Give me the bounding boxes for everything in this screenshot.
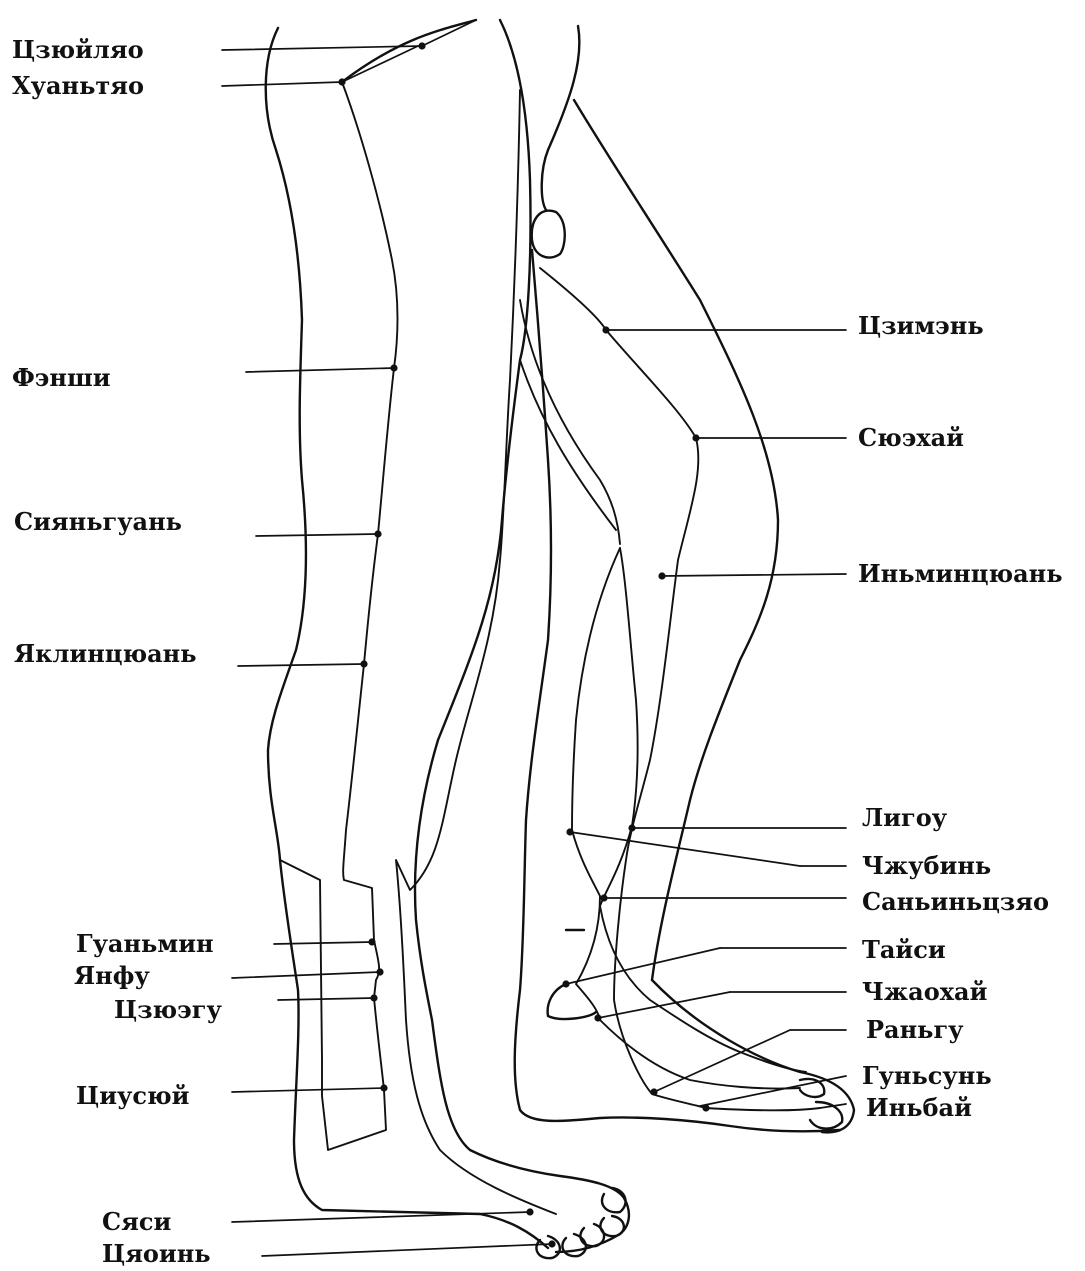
acupoint-marker: [702, 1104, 709, 1111]
label-ligou: Лигоу: [862, 803, 948, 832]
label-inmintsyuan: Иньминцюань: [858, 559, 1063, 588]
inner-leg-outline: [515, 26, 854, 1132]
left-labels: Цзюйляо Хуаньтяо Фэнши Сияньгуань Яклинц…: [12, 35, 222, 1268]
acupoint-marker: [548, 1240, 555, 1247]
acupoint-marker: [602, 326, 609, 333]
label-tszyuegu: Цзюэгу: [114, 995, 222, 1024]
label-guanmin: Гуаньмин: [76, 929, 214, 958]
label-rangu: Раньгу: [866, 1015, 964, 1044]
label-siyanguan: Сияньгуань: [14, 507, 182, 536]
label-tszimen: Цзимэнь: [858, 311, 984, 340]
acupoint-marker: [658, 572, 665, 579]
acupoint-marker: [418, 42, 425, 49]
acupoint-marker: [566, 828, 573, 835]
label-khuantyao: Хуаньтяо: [12, 71, 144, 100]
label-yaklintsyuan: Яклинцюань: [14, 639, 197, 668]
label-gunsun: Гуньсунь: [862, 1061, 992, 1090]
label-tsyaoin: Цяоинь: [102, 1239, 211, 1268]
acupoint-marker: [338, 78, 345, 85]
outer-leg-outline: [266, 20, 629, 1258]
acupoint-marker: [650, 1088, 657, 1095]
acupoint-marker: [562, 980, 569, 987]
acupoint-marker: [692, 434, 699, 441]
label-tszyuilyao: Цзюйляо: [12, 35, 144, 64]
acupoint-markers: [338, 42, 709, 1247]
acupoint-marker: [628, 824, 635, 831]
label-inbai: Иньбай: [866, 1093, 972, 1122]
acupoint-marker: [380, 1084, 387, 1091]
right-labels: Цзимэнь Сюэхай Иньминцюань Лигоу Чжубинь…: [858, 311, 1063, 1122]
acupoint-marker: [374, 530, 381, 537]
inner-leg-meridians: [540, 268, 820, 1110]
label-fenshi: Фэнши: [12, 363, 111, 392]
acupoint-marker: [370, 994, 377, 1001]
label-syasi: Сяси: [102, 1207, 171, 1236]
label-syuekhai: Сюэхай: [858, 423, 964, 452]
label-taisi: Тайси: [862, 935, 946, 964]
acupoint-marker: [368, 938, 375, 945]
acupoint-marker: [360, 660, 367, 667]
label-saninszyao: Саньиньцзяо: [862, 887, 1049, 916]
label-tsiusyui: Циусюй: [76, 1081, 189, 1110]
acupoint-marker: [594, 1014, 601, 1021]
acupoint-marker: [526, 1208, 533, 1215]
label-yanfu: Янфу: [74, 961, 150, 990]
acupoint-marker: [376, 968, 383, 975]
label-chzhaokhai: Чжаохай: [862, 977, 987, 1006]
leader-lines: [222, 20, 846, 1256]
outer-leg-meridians: [280, 82, 620, 1214]
acupoint-marker: [600, 894, 607, 901]
label-chzhubin: Чжубинь: [862, 851, 991, 880]
acupoint-marker: [390, 364, 397, 371]
